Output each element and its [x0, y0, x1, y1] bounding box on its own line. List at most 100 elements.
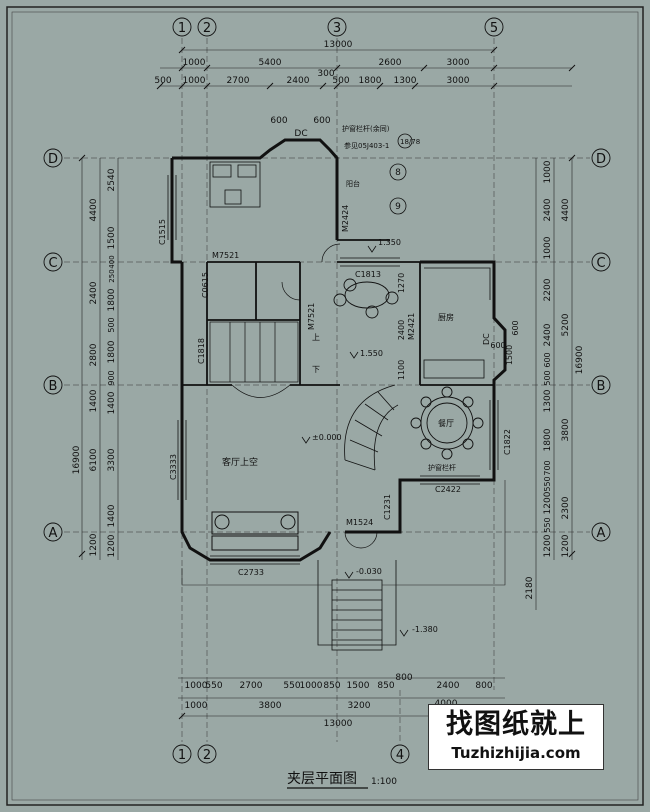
- dim-left-r1-5: 1200: [89, 533, 99, 556]
- label-stair-down: 下: [312, 365, 320, 374]
- dining-table: [410, 386, 484, 460]
- axis-left-b: B: [49, 379, 58, 394]
- code-m2421: M2421: [407, 313, 416, 340]
- dim-right-outer: 16900: [575, 345, 585, 374]
- dim-top-detail-dc: DC: [294, 129, 307, 139]
- axis-top-1: 1: [178, 21, 186, 36]
- dim-left-r1-3: 1400: [89, 389, 99, 412]
- axis-top-2: 2: [203, 21, 211, 36]
- dim-left-r2-10: 1400: [107, 504, 117, 527]
- dim-left-r2-1: 1500: [107, 226, 117, 249]
- dim-right-r2-7: 1300: [543, 389, 553, 412]
- code-c1813: C1813: [355, 270, 381, 279]
- code-c1231: C1231: [383, 494, 392, 520]
- tea-table: [333, 278, 399, 319]
- dim-bot-r2-0: 1000: [185, 701, 208, 711]
- axis-bottom-4: 4: [396, 748, 404, 763]
- dim-right-r2-10: 550: [543, 476, 552, 491]
- axis-right-d: D: [596, 152, 606, 167]
- dim-left-outer: 16900: [72, 445, 82, 474]
- dim-top-detail-1: 600: [313, 116, 330, 126]
- dim-bot-r1-9: 2400: [437, 681, 460, 691]
- elev-1350: 1.350: [378, 238, 401, 247]
- dim-left-r1-2: 2800: [89, 343, 99, 366]
- dim-right-extra: 2180: [525, 576, 535, 599]
- dim-bot-r1-7: 850: [377, 681, 394, 691]
- bed-furniture: [209, 161, 261, 208]
- dim-top-r1-1: 5400: [259, 58, 282, 68]
- code-m7521b: M7521: [307, 303, 316, 330]
- code-m2424: M2424: [341, 205, 350, 232]
- dim-inner-5: 1500: [505, 345, 514, 365]
- entry-steps: [317, 560, 397, 651]
- dim-bot-r1-0: 1000: [185, 681, 208, 691]
- straight-stair: [209, 321, 299, 383]
- interior-walls: [171, 158, 494, 386]
- label-stair-up: 上: [312, 333, 320, 342]
- dim-left-r2-0: 2540: [107, 168, 117, 191]
- site-outline: [181, 480, 506, 586]
- dim-right-r1-3: 2300: [561, 496, 571, 519]
- dim-left-r2-6: 1800: [107, 340, 117, 363]
- dim-bot-r1-10: 800: [475, 681, 492, 691]
- dim-left-r2-8: 1400: [107, 391, 117, 414]
- dim-top-r2-2: 2700: [227, 76, 250, 86]
- elevation-labels: 1.350 1.550 ±0.000 -0.030 -1.380: [312, 238, 438, 634]
- dim-left-r2-7: 900: [107, 370, 116, 385]
- dim-right-r2-2: 1000: [543, 236, 553, 259]
- axis-bottom-1: 1: [178, 748, 186, 763]
- dim-inner-3: 600: [490, 341, 505, 350]
- spiral-stair: [344, 384, 399, 471]
- top-dimensions: 13000 1000 5400 2600 3000 500 1000 2700 …: [154, 40, 469, 139]
- dim-right-r2-4: 2400: [543, 323, 553, 346]
- label-detail-ref: 18/78: [400, 138, 420, 146]
- right-dimensions: 16900 4400 5200 3800 2300 1200 1000 2400…: [525, 160, 585, 599]
- code-c1515: C1515: [158, 219, 167, 245]
- watermark-badge: 找图纸就上 Tuzhizhijia.com: [428, 704, 604, 770]
- dim-top-r2-5: 500: [332, 76, 349, 86]
- dim-right-r2-11: 1200: [543, 491, 553, 514]
- axis-right-a: A: [597, 526, 606, 541]
- label-dc-kitchen: DC: [482, 333, 491, 345]
- axis-bottom-2: 2: [203, 748, 211, 763]
- circle-ref-9: 9: [395, 202, 401, 212]
- dim-top-r2-0: 500: [154, 76, 171, 86]
- label-upper-space: 客厅上空: [222, 456, 258, 468]
- dim-bot-r2-2: 3200: [348, 701, 371, 711]
- code-c1818: C1818: [197, 338, 206, 364]
- dimension-ticks: [78, 46, 576, 720]
- frame-border-inner: [11, 11, 639, 801]
- axis-top-5: 5: [490, 21, 498, 36]
- label-yangtai: 阳台: [346, 179, 360, 188]
- dim-right-r2-9: 700: [543, 460, 552, 475]
- dim-right-r2-6: 500: [543, 370, 552, 385]
- left-dimensions: 16900 4400 2400 2800 1400 6100 1200 2540…: [72, 168, 117, 557]
- dim-right-r2-8: 1800: [543, 428, 553, 451]
- dim-right-r2-1: 2400: [543, 198, 553, 221]
- axis-left-c: C: [48, 256, 57, 271]
- dim-inner-1: 2400: [397, 320, 406, 340]
- dim-inner-2: 1100: [397, 360, 406, 380]
- dim-bot-r1-3: 550: [283, 681, 300, 691]
- dim-right-r2-5: 600: [543, 352, 552, 367]
- dim-top-r1-0: 1000: [183, 58, 206, 68]
- circle-ref-8: 8: [395, 168, 401, 178]
- dim-top-r2-6: 1800: [359, 76, 382, 86]
- dim-left-r2-4: 1800: [107, 288, 117, 311]
- sofa-set: [211, 511, 299, 551]
- dim-bot-total: 13000: [324, 719, 353, 729]
- label-handrail-ref: 参见05J403-1: [344, 141, 389, 150]
- doors: [231, 243, 378, 549]
- dim-top-r2-3: 2400: [287, 76, 310, 86]
- axis-right-b: B: [597, 379, 606, 394]
- code-c2422: C2422: [435, 485, 461, 494]
- code-m7521a: M7521: [212, 251, 239, 260]
- elev-minus-1380: -1.380: [412, 625, 438, 634]
- detail-ref-circles: [389, 133, 413, 215]
- dim-right-r2-13: 1200: [543, 534, 553, 557]
- opening-codes: C1515 M7521 C0615 C1818 M7521 C1813 M242…: [158, 205, 512, 577]
- watermark-cn: 找图纸就上: [446, 709, 586, 740]
- dim-top-r2-8: 3000: [447, 76, 470, 86]
- dim-left-r2-11: 1200: [107, 534, 117, 557]
